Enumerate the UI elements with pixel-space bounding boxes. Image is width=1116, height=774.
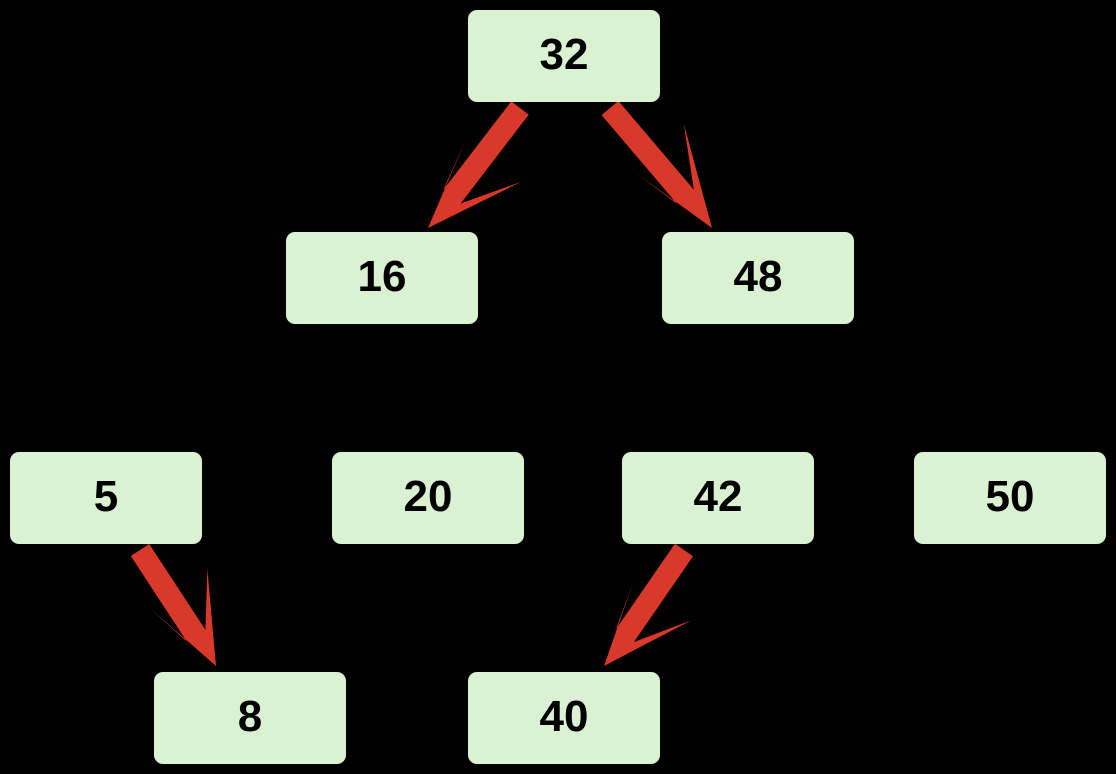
tree-edge-arrow	[604, 543, 694, 666]
tree-node[interactable]: 42	[622, 452, 814, 544]
tree-node[interactable]: 16	[286, 232, 478, 324]
node-label: 40	[539, 692, 589, 741]
tree-node[interactable]: 20	[332, 452, 524, 544]
node-label: 42	[693, 472, 743, 521]
node-label: 20	[403, 472, 453, 521]
tree-edge-arrow	[601, 100, 712, 228]
tree-edge-arrow	[428, 101, 529, 228]
node-label: 8	[237, 692, 263, 741]
node-label: 48	[733, 252, 783, 301]
tree-node-root[interactable]: 32	[468, 10, 660, 102]
node-label: 16	[357, 252, 407, 301]
node-label: 50	[985, 472, 1035, 521]
tree-node[interactable]: 48	[662, 232, 854, 324]
tree-node[interactable]: 8	[154, 672, 346, 764]
tree-node[interactable]: 5	[10, 452, 202, 544]
node-label: 32	[539, 30, 589, 79]
tree-node[interactable]: 50	[914, 452, 1106, 544]
tree-edge-arrow	[130, 543, 216, 666]
node-label: 5	[93, 472, 119, 521]
tree-node[interactable]: 40	[468, 672, 660, 764]
edges-group	[130, 100, 712, 666]
